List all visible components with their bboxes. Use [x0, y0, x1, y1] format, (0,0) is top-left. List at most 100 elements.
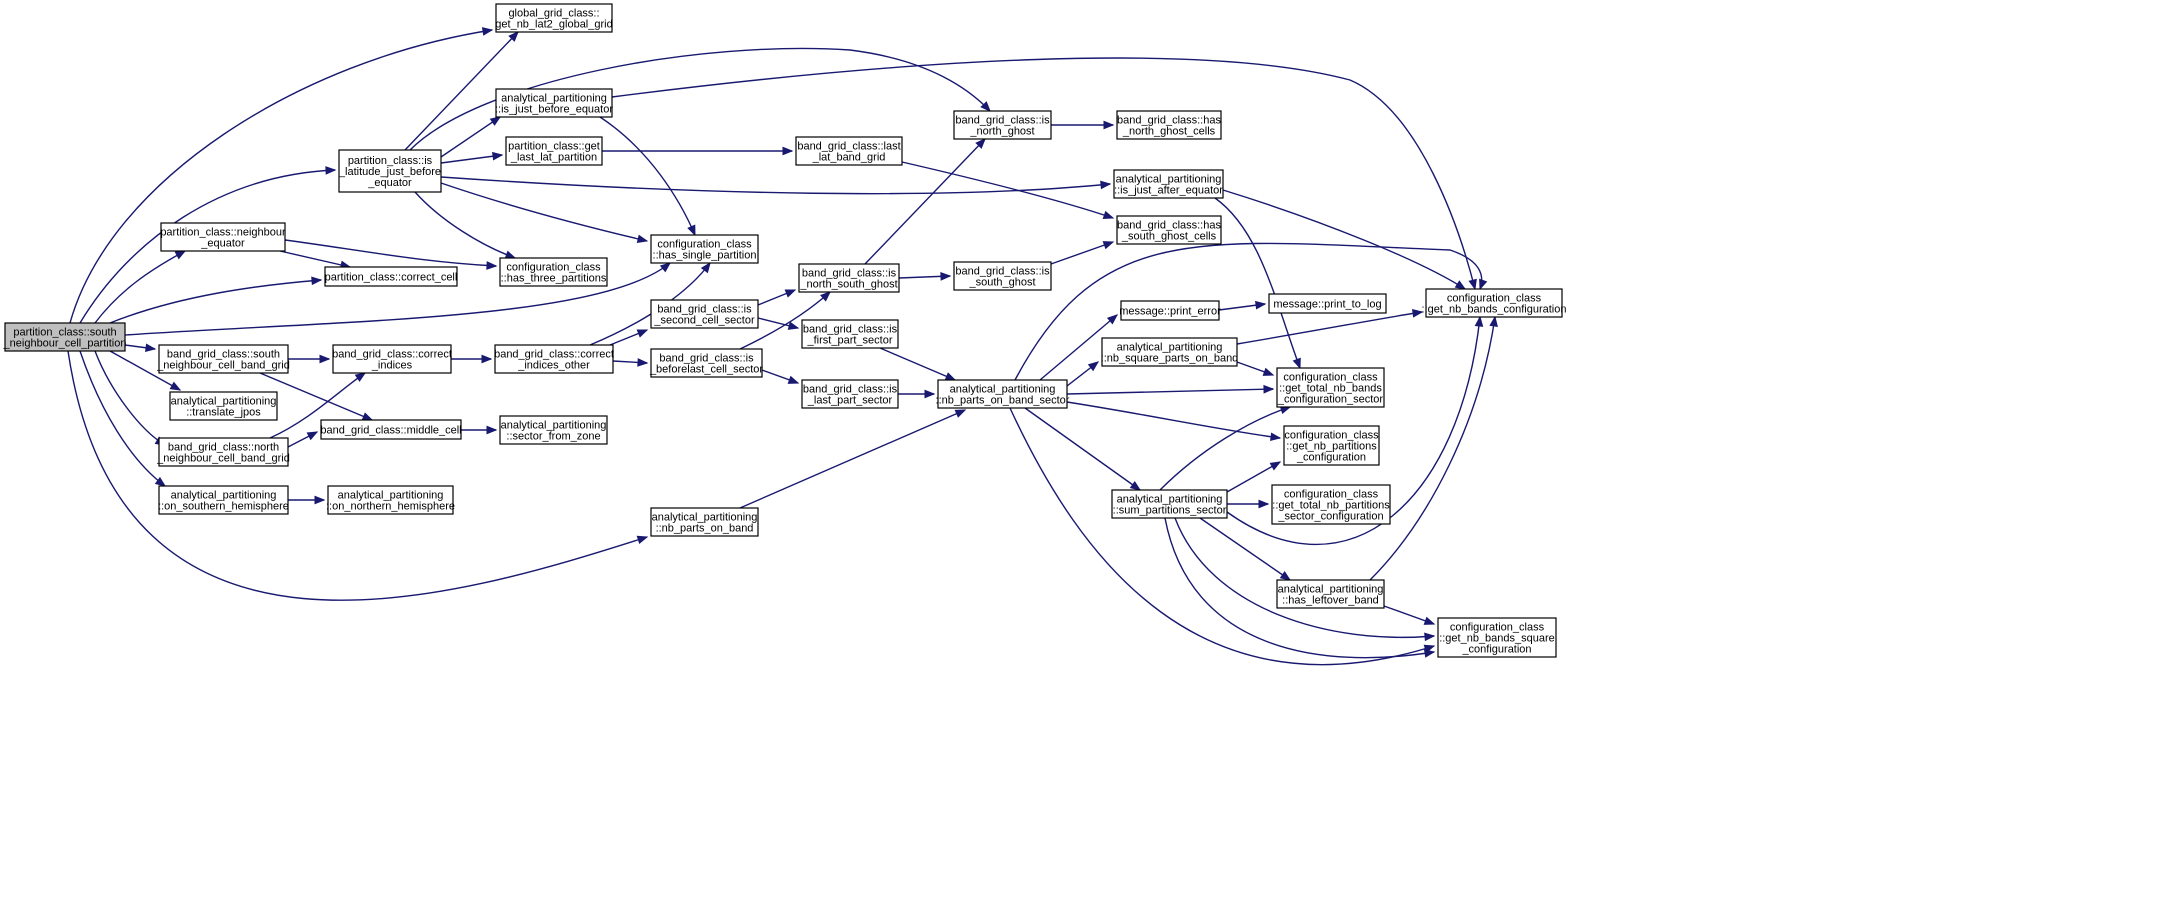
- node-ap-on-northern-hemisphere[interactable]: analytical_partitioning::on_northern_hem…: [326, 485, 455, 515]
- node-label-line: _north_south_ghost: [799, 279, 897, 291]
- arrowhead: [325, 166, 337, 175]
- edge-bg_is_north_south_ghost-to-bg_is_south_ghost: [898, 272, 952, 281]
- node-box: [1116, 215, 1222, 245]
- node-bg-is-beforelast-cell-sector[interactable]: band_grid_class::is_beforelast_cell_sect…: [649, 348, 763, 378]
- arrowhead: [1292, 357, 1301, 370]
- edge-pc_is_latitude_just_before_equator-to-pc_get_last_lat_partition: [440, 151, 504, 164]
- node-bg-last-lat-band-grid[interactable]: band_grid_class::last_lat_band_grid: [795, 136, 903, 166]
- edge-line: [284, 239, 497, 267]
- arrowhead: [1423, 616, 1436, 625]
- node-cc-get-total-nb-partitions-sector-configuration[interactable]: configuration_class::get_total_nb_partit…: [1271, 484, 1391, 525]
- node-bg-is-south-ghost[interactable]: band_grid_class::is_south_ghost: [953, 261, 1052, 291]
- edge-line: [1236, 311, 1423, 345]
- arrowhead: [169, 381, 182, 391]
- node-bg-correct-indices[interactable]: band_grid_class::correct_indices: [332, 344, 452, 374]
- node-ap-nb-parts-on-band-sector[interactable]: analytical_partitioning::nb_parts_on_ban…: [936, 379, 1070, 409]
- node-cc-get-nb-bands-square-configuration[interactable]: configuration_class::get_nb_bands_square…: [1437, 617, 1557, 658]
- edge-line: [1222, 189, 1466, 290]
- arrowhead: [154, 476, 167, 487]
- node-pc-get-last-lat-partition[interactable]: partition_class::get_last_lat_partition: [505, 136, 603, 166]
- node-box: [158, 485, 289, 515]
- node-cc-get-nb-bands-configuration[interactable]: configuration_class::get_nb_bands_config…: [1422, 288, 1567, 318]
- edge-line: [94, 350, 166, 446]
- node-box: [1425, 288, 1563, 318]
- arrowhead: [636, 535, 649, 545]
- edge-line: [79, 169, 336, 324]
- node-global-grid-nb-lat2[interactable]: global_grid_class::get_nb_lat2_global_gr…: [495, 3, 613, 33]
- node-msg-print-error[interactable]: message::print_error: [1119, 300, 1221, 321]
- node-ap-nb-parts-on-band[interactable]: analytical_partitioning::nb_parts_on_ban…: [650, 507, 759, 537]
- node-box: [1437, 617, 1557, 658]
- node-bg-is-north-south-ghost[interactable]: band_grid_class::is_north_south_ghost: [798, 263, 900, 293]
- node-root[interactable]: partition_class::south_neighbour_cell_pa…: [3, 322, 127, 352]
- edge-ap_nb_parts_on_band_sector-to-cc_get_nb_partitions_configuration: [1066, 401, 1282, 442]
- edge-line: [901, 161, 1114, 219]
- node-bg-has-north-ghost-cells[interactable]: band_grid_class::has_north_ghost_cells: [1116, 110, 1222, 140]
- node-ap-on-southern-hemisphere[interactable]: analytical_partitioning::on_southern_hem…: [158, 485, 289, 515]
- node-label-line: ::nb_parts_on_band_sector: [936, 395, 1070, 407]
- edge-root-to-global_grid_nb_lat2: [69, 27, 494, 324]
- node-label-line: ::get_total_nb_bands: [1279, 383, 1382, 395]
- arrowhead: [700, 261, 711, 274]
- edge-pc_is_latitude_just_before_equator-to-cc_has_single_partition: [440, 182, 649, 244]
- node-bg-is-first-part-sector[interactable]: band_grid_class::is_first_part_sector: [801, 319, 899, 349]
- node-box: [158, 344, 289, 374]
- node-ap-has-leftover-band[interactable]: analytical_partitioning::has_leftover_ba…: [1276, 579, 1385, 609]
- node-bg-north-neighbour-cell-band-grid[interactable]: band_grid_class::north_neighbour_cell_ba…: [156, 437, 290, 467]
- node-pc-neighbour-equator[interactable]: partition_class::neighbour_equator: [160, 222, 286, 252]
- edge-ap_is_just_after_equator-to-cc_get_nb_bands_configuration: [1222, 189, 1467, 290]
- node-box: [332, 344, 452, 374]
- node-label-line: partition_class::get: [508, 141, 600, 153]
- edge-ap_is_just_before_equator-to-cc_get_nb_bands_configuration: [611, 57, 1477, 291]
- edge-pc_get_last_lat_partition-to-bg_last_lat_band_grid: [602, 146, 794, 156]
- arrowhead: [1102, 241, 1115, 250]
- node-ap-is-just-before-equator[interactable]: analytical_partitioning::is_just_before_…: [495, 88, 613, 118]
- node-label-line: analytical_partitioning: [501, 420, 607, 432]
- node-cc-get-nb-partitions-configuration[interactable]: configuration_class::get_nb_partitions_c…: [1283, 425, 1380, 466]
- node-label-line: analytical_partitioning: [1117, 342, 1223, 354]
- node-bg-middle-cell[interactable]: band_grid_class::middle_cell: [320, 419, 462, 440]
- node-ap-nb-square-parts-on-band[interactable]: analytical_partitioning::nb_square_parts…: [1101, 337, 1239, 367]
- node-bg-south-neighbour-cell-band-grid[interactable]: band_grid_class::south_neighbour_cell_ba…: [156, 344, 290, 374]
- node-label-line: analytical_partitioning: [501, 93, 607, 105]
- node-cc-has-three-partitions[interactable]: configuration_class::has_three_partition…: [499, 257, 608, 287]
- edge-ap_sum_partitions_sector-to-cc_get_total_nb_partitions_sector_configuration: [1227, 499, 1270, 509]
- node-msg-print-to-log[interactable]: message::print_to_log: [1268, 293, 1387, 314]
- node-label-line: _latitude_just_before: [338, 166, 441, 178]
- edge-pc_neighbour_equator-to-cc_has_three_partitions: [284, 239, 498, 270]
- node-pc-correct-cell[interactable]: partition_class::correct_cell: [324, 266, 458, 287]
- node-ap-sum-partitions-sector[interactable]: analytical_partitioning::sum_partitions_…: [1111, 489, 1228, 519]
- node-bg-is-last-part-sector[interactable]: band_grid_class::is_last_part_sector: [801, 379, 899, 409]
- edge-line: [739, 409, 966, 509]
- node-bg-has-south-ghost-cells[interactable]: band_grid_class::has_south_ghost_cells: [1116, 215, 1222, 245]
- node-box: [169, 391, 278, 421]
- node-label-line: _south_ghost: [968, 277, 1035, 289]
- node-label-line: configuration_class: [1450, 622, 1545, 634]
- node-label-line: _neighbour_cell_band_grid: [156, 360, 290, 372]
- edge-line: [1024, 407, 1141, 491]
- node-ap-sector-from-zone[interactable]: analytical_partitioning::sector_from_zon…: [499, 415, 608, 445]
- edge-bg_last_lat_band_grid-to-bg_has_south_ghost_cells: [901, 161, 1115, 220]
- node-cc-get-total-nb-bands-configuration-sector[interactable]: configuration_class::get_total_nb_bands_…: [1276, 367, 1385, 408]
- node-box: [327, 485, 454, 515]
- node-box: [650, 507, 759, 537]
- node-box: [798, 263, 900, 293]
- edge-ap_sum_partitions_sector-to-cc_get_total_nb_bands_configuration_sector: [1159, 405, 1292, 491]
- edge-ap_nb_parts_on_band_sector-to-cc_get_total_nb_bands_configuration_sector: [1066, 384, 1275, 395]
- arrowhead: [492, 151, 504, 161]
- arrowhead: [944, 372, 957, 381]
- node-bg-is-north-ghost[interactable]: band_grid_class::is_north_ghost: [953, 110, 1052, 140]
- node-ap-translate-jpos[interactable]: analytical_partitioning::translate_jpos: [169, 391, 278, 421]
- arrowhead: [319, 354, 331, 364]
- arrowhead: [1474, 315, 1484, 327]
- node-ap-is-just-after-equator[interactable]: analytical_partitioning::is_just_after_e…: [1113, 169, 1224, 199]
- node-box: [937, 379, 1068, 409]
- edge-line: [259, 372, 373, 421]
- node-pc-is-latitude-just-before-equator[interactable]: partition_class::is_latitude_just_before…: [338, 149, 442, 193]
- arrowhead: [1106, 314, 1119, 325]
- node-bg-is-second-cell-sector[interactable]: band_grid_class::is_second_cell_sector: [650, 299, 759, 329]
- node-bg-correct-indices-other[interactable]: band_grid_class::correct_indices_other: [494, 344, 614, 374]
- node-cc-has-single-partition[interactable]: configuration_class::has_single_partitio…: [650, 234, 759, 264]
- edge-line: [1164, 517, 1435, 659]
- node-label-line: ::is_just_before_equator: [495, 104, 613, 116]
